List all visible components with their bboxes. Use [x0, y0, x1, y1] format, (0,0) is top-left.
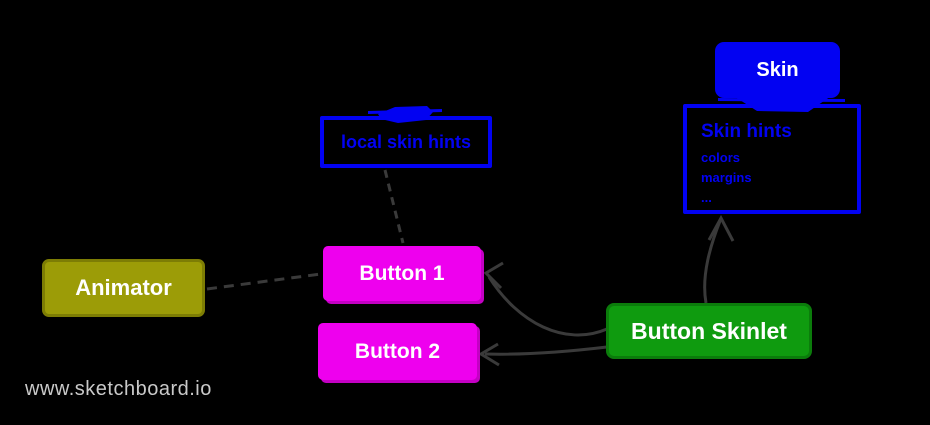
edge-button-skinlet-button2[interactable] [484, 345, 608, 356]
skin-hints-item-ellipsis: ... [701, 190, 712, 205]
node-local-skin-hints-label: local skin hints [340, 131, 472, 152]
node-skin-label: Skin [756, 58, 799, 81]
edge-button-skinlet-skin-hints[interactable] [703, 220, 722, 304]
node-button1[interactable]: Button 1 [323, 246, 481, 301]
node-button2[interactable]: Button 2 [318, 323, 477, 380]
arrowhead-button2 [478, 342, 500, 367]
arrowhead-skin-hints [707, 214, 735, 242]
skin-hints-item-colors: colors [701, 150, 741, 165]
sketchboard-watermark: www.sketchboard.io [25, 378, 212, 400]
node-button-skinlet-label: Button Skinlet [631, 317, 787, 344]
edge-local-skin-hints-button1[interactable] [383, 169, 405, 244]
node-button2-label: Button 2 [354, 339, 441, 363]
local-skin-hints-blob-stroke [368, 109, 442, 114]
edge-button-skinlet-button1[interactable] [487, 276, 608, 337]
node-skin[interactable]: Skin [715, 42, 840, 98]
node-button1-label: Button 1 [359, 261, 445, 285]
skin-tab-scribble [718, 98, 845, 102]
node-local-skin-hints[interactable]: local skin hints [320, 116, 492, 168]
skin-hints-title: Skin hints [701, 121, 792, 142]
node-button-skinlet[interactable]: Button Skinlet [606, 303, 812, 359]
node-skin-hints[interactable]: Skin hints colors margins ... [683, 104, 861, 214]
node-animator-label: Animator [75, 275, 172, 300]
node-animator[interactable]: Animator [42, 259, 205, 317]
arrowhead-button1 [483, 261, 504, 290]
edge-animator-button1[interactable] [206, 272, 322, 291]
skin-hints-item-margins: margins [701, 170, 752, 185]
